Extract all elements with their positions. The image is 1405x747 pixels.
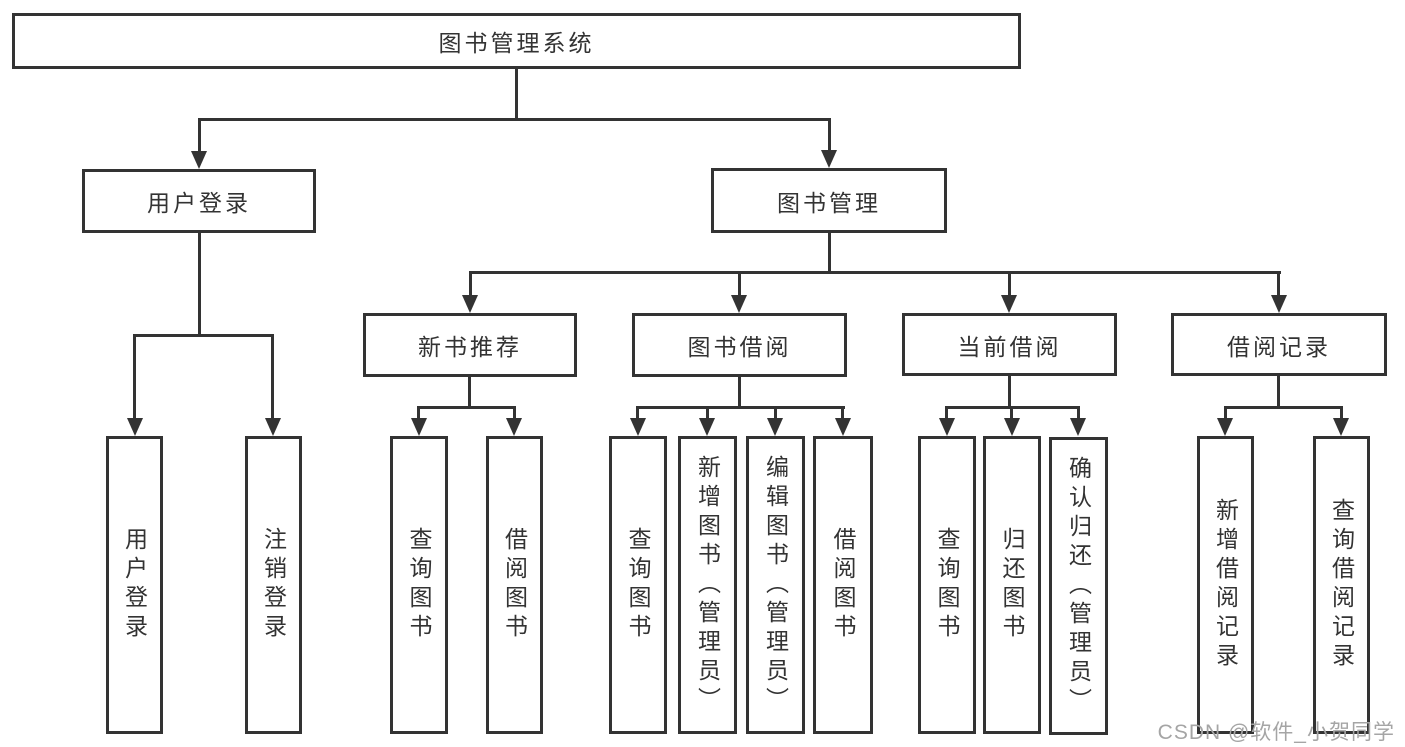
node-label: 查询借阅记录 — [1328, 498, 1355, 672]
connector-vline — [1277, 271, 1280, 297]
node-confirm-return-admin: 确认归还（管理员） — [1049, 437, 1108, 735]
arrow-down-icon — [699, 418, 715, 436]
connector-vline — [1340, 406, 1343, 420]
arrow-down-icon — [265, 418, 281, 436]
connector-vline — [198, 233, 201, 336]
node-label: 新增借阅记录 — [1212, 498, 1239, 672]
connector-vline — [841, 406, 844, 420]
connector-vline — [468, 377, 471, 409]
arrow-down-icon — [1004, 418, 1020, 436]
node-label: 借阅图书 — [830, 527, 856, 643]
arrow-down-icon — [835, 418, 851, 436]
node-query-books-a: 查询图书 — [390, 436, 448, 734]
connector-hline — [636, 406, 845, 409]
csdn-watermark: CSDN @软件_小贺同学 — [1157, 721, 1395, 744]
node-label: 图书借阅 — [687, 334, 792, 360]
node-add-books-admin: 新增图书（管理员） — [678, 436, 737, 734]
connector-vline — [1277, 376, 1280, 409]
node-label: 归还图书 — [999, 527, 1025, 643]
node-label: 查询图书 — [406, 527, 432, 643]
node-label: 用户登录 — [147, 190, 251, 216]
node-logout: 注销登录 — [245, 436, 302, 734]
node-label: 编辑图书（管理员） — [762, 454, 789, 716]
node-borrow-books-a: 借阅图书 — [486, 436, 543, 734]
connector-vline — [515, 69, 518, 119]
connector-vline — [271, 334, 274, 419]
connector-vline — [945, 406, 948, 420]
node-add-borrow-record: 新增借阅记录 — [1197, 436, 1254, 734]
connector-vline — [828, 118, 831, 151]
node-label: 图书管理 — [777, 189, 881, 216]
node-label: 确认归还（管理员） — [1065, 455, 1092, 717]
connector-vline — [469, 271, 472, 297]
node-user-login-leaf: 用户登录 — [106, 436, 163, 734]
node-book-management: 图书管理 — [711, 168, 947, 233]
connector-vline — [1008, 271, 1011, 297]
node-label: 新书推荐 — [418, 334, 522, 360]
connector-vline — [513, 406, 516, 420]
node-user-login: 用户登录 — [82, 169, 316, 233]
node-label: 图书管理系统 — [438, 30, 595, 56]
arrow-down-icon — [1333, 418, 1349, 436]
connector-vline — [706, 406, 709, 420]
arrow-down-icon — [821, 150, 837, 168]
node-label: 查询图书 — [934, 527, 960, 643]
node-library-management-system: 图书管理系统 — [12, 13, 1021, 69]
arrow-down-icon — [767, 418, 783, 436]
connector-hline — [469, 271, 1281, 274]
node-label: 用户登录 — [121, 527, 148, 643]
arrow-down-icon — [1001, 295, 1017, 313]
node-return-books: 归还图书 — [983, 436, 1041, 734]
node-query-borrow-record: 查询借阅记录 — [1313, 436, 1370, 734]
node-borrowing-records: 借阅记录 — [1171, 313, 1387, 376]
arrow-down-icon — [127, 418, 143, 436]
connector-hline — [1224, 406, 1343, 409]
arrow-down-icon — [411, 418, 427, 436]
connector-vline — [198, 118, 201, 152]
arrow-down-icon — [1271, 295, 1287, 313]
arrow-down-icon — [939, 418, 955, 436]
connector-vline — [1008, 376, 1011, 409]
node-book-borrowing: 图书借阅 — [632, 313, 847, 377]
arrow-down-icon — [731, 295, 747, 313]
connector-hline — [418, 406, 516, 409]
connector-vline — [1077, 406, 1080, 420]
node-current-borrowing: 当前借阅 — [902, 313, 1117, 376]
node-label: 当前借阅 — [957, 333, 1062, 360]
connector-vline — [738, 377, 741, 409]
arrow-down-icon — [462, 295, 478, 313]
node-borrow-books-b: 借阅图书 — [813, 436, 873, 734]
node-label: 借阅记录 — [1227, 333, 1331, 360]
connector-hline — [133, 334, 274, 337]
arrow-down-icon — [506, 418, 522, 436]
connector-vline — [417, 406, 420, 420]
node-edit-books-admin: 编辑图书（管理员） — [746, 436, 805, 734]
connector-vline — [1224, 406, 1227, 420]
connector-vline — [636, 406, 639, 420]
node-query-books-b: 查询图书 — [609, 436, 667, 734]
connector-vline — [774, 406, 777, 420]
connector-vline — [828, 233, 831, 274]
connector-hline — [198, 118, 831, 121]
connector-vline — [738, 271, 741, 297]
node-label: 查询图书 — [625, 527, 651, 643]
node-label: 新增图书（管理员） — [694, 454, 721, 716]
arrow-down-icon — [630, 418, 646, 436]
arrow-down-icon — [1070, 418, 1086, 436]
node-new-book-recommendation: 新书推荐 — [363, 313, 577, 377]
connector-vline — [133, 334, 136, 419]
node-query-books-c: 查询图书 — [918, 436, 976, 734]
arrow-down-icon — [1217, 418, 1233, 436]
connector-vline — [1010, 406, 1013, 420]
node-label: 注销登录 — [260, 527, 287, 643]
node-label: 借阅图书 — [501, 527, 528, 643]
arrow-down-icon — [191, 151, 207, 169]
